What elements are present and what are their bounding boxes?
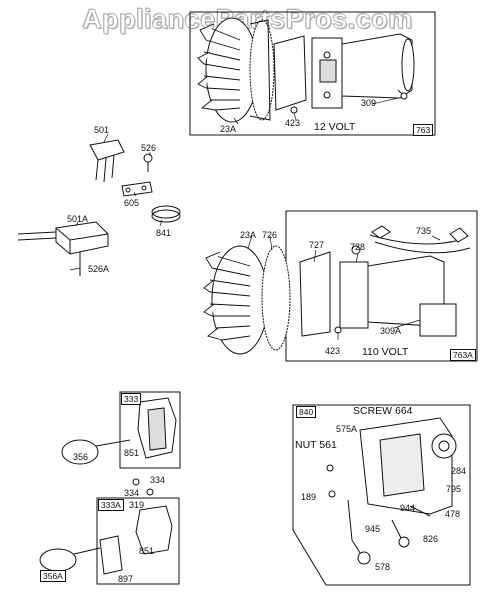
part-label: 728: [350, 242, 366, 252]
part-label: 189: [301, 492, 317, 502]
part-label: 897: [118, 574, 134, 584]
alternator-333: [61, 397, 177, 496]
starter-motor-110v: [299, 225, 471, 337]
part-label: 851: [124, 448, 140, 458]
part-label: 423: [285, 118, 301, 128]
box-id-333: 333: [121, 393, 142, 405]
box-id-333a: 333A: [98, 499, 124, 511]
flywheel-110v: [203, 245, 291, 355]
part-label: 478: [445, 509, 461, 519]
part-label: 841: [156, 228, 172, 238]
part-label: SCREW 664: [353, 405, 413, 417]
part-label: 727: [309, 240, 325, 250]
box-333: [119, 391, 181, 469]
box-id-763: 763: [413, 124, 434, 136]
voltage-label-12v: 12 VOLT: [314, 121, 356, 133]
starter-motor-12v: [273, 33, 415, 114]
part-label: 851: [139, 546, 155, 556]
control-panel-840: [326, 417, 457, 565]
rectifier-parts: [17, 139, 181, 276]
part-label: 726: [262, 230, 278, 240]
box-id-840: 840: [296, 406, 317, 418]
leader-lines: [69, 97, 441, 340]
part-label: 945: [365, 524, 381, 534]
box-763: [189, 11, 436, 136]
part-label: 795: [446, 484, 462, 494]
voltage-label-110v: 110 VOLT: [362, 346, 409, 358]
part-label: 826: [423, 534, 439, 544]
box-333a: [96, 497, 180, 585]
part-label: 309A: [380, 326, 402, 336]
part-label: 356: [73, 452, 89, 462]
part-label: 23A: [220, 124, 237, 134]
part-label: 309: [361, 98, 377, 108]
alternator-333a: [39, 505, 173, 575]
part-label: 575A: [336, 424, 358, 434]
part-label: 526: [141, 143, 157, 153]
part-label: 501A: [67, 214, 89, 224]
part-label: 501: [94, 125, 110, 135]
part-label: 526A: [88, 264, 110, 274]
part-label: 334: [150, 475, 166, 485]
part-label: NUT 561: [295, 439, 337, 451]
part-label: 423: [325, 346, 341, 356]
part-label: 578: [375, 562, 391, 572]
part-label: 284: [451, 466, 467, 476]
part-label: 605: [124, 198, 140, 208]
part-label: 944: [400, 503, 416, 513]
part-label: 319: [129, 500, 145, 510]
part-label-356a: 356A: [40, 570, 66, 582]
box-id-763a: 763A: [450, 349, 476, 361]
box-840: [292, 404, 471, 586]
part-label: 334: [124, 488, 140, 498]
flywheel-12v: [197, 17, 275, 123]
part-label: 735: [416, 226, 432, 236]
part-label: 23A: [240, 230, 257, 240]
